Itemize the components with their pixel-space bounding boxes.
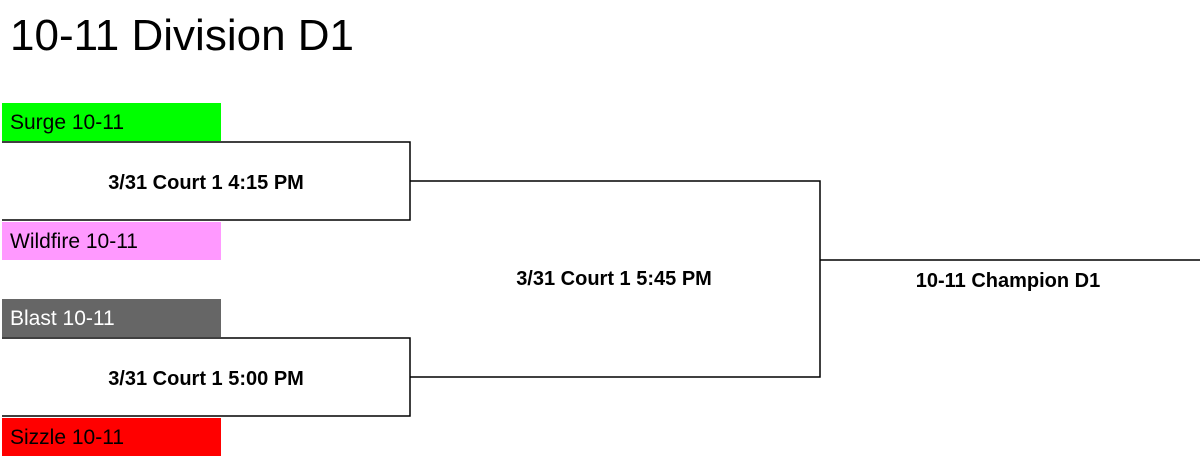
team-name: Blast 10-11 [10, 307, 115, 330]
team-name: Surge 10-11 [10, 111, 125, 134]
team-slot-3: Blast 10-11 [2, 299, 221, 337]
bracket-line-final [410, 180, 821, 378]
team-slot-1: Surge 10-11 [2, 103, 221, 141]
team-name: Wildfire 10-11 [10, 230, 138, 253]
game-label-semi2: 3/31 Court 1 5:00 PM [108, 368, 304, 390]
team-name: Sizzle 10-11 [10, 426, 125, 449]
team-slot-2: Wildfire 10-11 [2, 222, 221, 260]
page-title: 10-11 Division D1 [10, 11, 355, 60]
game-label-final: 3/31 Court 1 5:45 PM [516, 268, 712, 290]
champion-label: 10-11 Champion D1 [915, 270, 1101, 292]
game-label-semi1: 3/31 Court 1 4:15 PM [108, 172, 304, 194]
team-slot-4: Sizzle 10-11 [2, 418, 221, 456]
